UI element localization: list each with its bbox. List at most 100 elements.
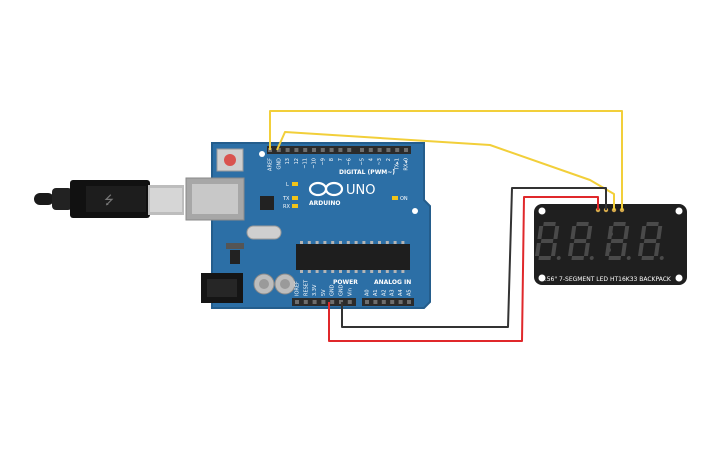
label-l: L [286,182,289,188]
digital-pin-label: ~11 [303,158,309,169]
power-pin-label: 3.3V [312,284,318,296]
decimal-point [589,256,594,260]
analog-pin[interactable] [398,300,403,304]
chip-leg [315,270,319,273]
digital-pin[interactable] [386,148,391,152]
analog-pin-label: A4 [398,289,404,296]
decimal-point [556,256,561,260]
chip-leg [323,270,327,273]
analog-pin-label: A1 [373,289,379,296]
label-rx: RX [283,204,290,210]
analog-pin-label: A5 [407,289,413,296]
power-pin[interactable] [303,300,308,304]
chip-leg [370,241,374,244]
digital-header[interactable] [267,146,411,154]
power-pin[interactable] [312,300,317,304]
digital-pin[interactable] [320,148,325,152]
digital-pin[interactable] [276,148,281,152]
digital-pin-label: AREF [268,158,274,171]
analog-pin[interactable] [365,300,369,304]
power-pin-label: IOREF [295,281,301,296]
wire-red-5v[interactable] [328,196,599,342]
led-tx [292,196,298,200]
segment [551,243,557,256]
digital-pin[interactable] [303,148,308,152]
wire-black-gnd[interactable] [341,187,607,328]
digital-label: DIGITAL (PWM~) [339,169,395,176]
seven-segment-display[interactable]: 0.56" 7-SEGMENT LED HT16K33 BACKPACK [534,204,687,285]
digital-pin[interactable] [312,148,316,152]
arduino-board[interactable]: L TX RX ON UNO ARDUINO DIGITAL (PWM~) AR… [185,142,431,309]
power-header[interactable] [292,298,356,306]
chip-leg [323,241,327,244]
usb-icon: ⭍ [104,193,114,207]
segment [643,239,657,243]
digital-pin-label: 12 [294,158,300,164]
regulator-chip [230,250,240,264]
label-on: ON [400,196,408,202]
digital-pin-label: ~6 [347,158,353,165]
digital-pin-label: ~9 [320,158,326,165]
digital-pin-label: ~10 [312,158,318,169]
led-rx [292,204,298,208]
segment [573,239,587,243]
power-pin[interactable] [330,300,335,304]
mounting-hole [412,208,418,214]
mounting-hole [675,274,683,282]
mounting-hole [538,274,546,282]
reset-button-cap[interactable] [224,154,236,166]
analog-pin[interactable] [373,300,378,304]
usb-cable[interactable]: ⭍ [34,180,184,218]
analog-header[interactable] [362,298,414,306]
segment [621,243,627,256]
chip-leg [346,241,350,244]
chip-leg [315,241,319,244]
led-on [392,196,398,200]
analog-pin[interactable] [390,300,395,304]
colon-dot [609,232,613,236]
chip-leg [339,241,342,244]
segment [613,222,626,226]
digital-pin[interactable] [377,148,382,152]
analog-pin[interactable] [381,300,386,304]
digital-pin[interactable] [395,148,400,152]
digital-pin[interactable] [368,148,373,152]
chip-leg [331,241,335,244]
segment [553,226,560,239]
capacitor-top [280,279,290,289]
power-pin[interactable] [321,300,326,304]
digital-pin[interactable] [338,148,343,152]
digital-pin[interactable] [347,148,352,152]
power-label: POWER [333,279,358,286]
segment [640,226,647,239]
usb-chip [260,196,274,210]
usb-b-port-inner [192,184,238,214]
digital-pin[interactable] [404,148,408,152]
chip-leg [300,241,303,244]
segment [568,243,574,256]
wire-yellow-scl[interactable] [269,110,623,210]
chip-leg [393,241,397,244]
segment [576,222,589,226]
wire-yellow-sda[interactable] [276,131,615,210]
digital-pin[interactable] [294,148,299,152]
digital-pin[interactable] [329,148,334,152]
usb-cable-end [34,193,54,205]
chip-leg [307,270,311,273]
segment [584,243,590,256]
analog-pin[interactable] [407,300,411,304]
chip-leg [307,241,311,244]
power-pin-label: Vin [347,288,353,296]
power-pin[interactable] [347,300,352,304]
power-pin[interactable] [295,300,299,304]
digital-pin[interactable] [285,148,290,152]
chip-leg [339,270,342,273]
digital-pin-label: ~5 [360,158,366,165]
power-pin-label: 5V [321,289,327,296]
chip-leg [378,270,381,273]
digital-pin[interactable] [360,148,364,152]
analog-pin-label: A0 [365,289,371,296]
mounting-hole [538,207,546,215]
atmega-chip [296,244,410,270]
segment [654,243,660,256]
